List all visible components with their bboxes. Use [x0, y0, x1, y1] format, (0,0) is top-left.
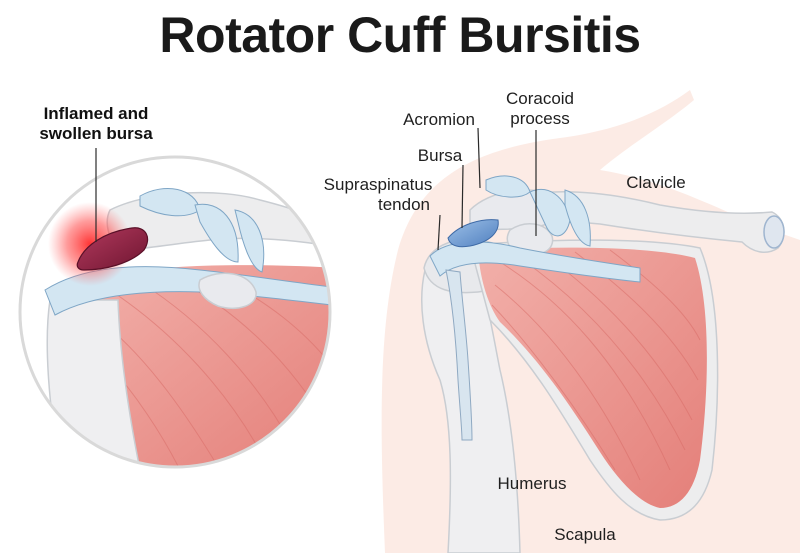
full-shoulder-view: Acromion Coracoid process Bursa Supraspi…: [324, 89, 800, 553]
diagram-title: Rotator Cuff Bursitis: [159, 7, 641, 63]
ligaments: [485, 175, 591, 247]
callout-line1: Inflamed and: [44, 104, 149, 123]
inset-border: [18, 155, 332, 469]
clavicle-end: [763, 215, 785, 249]
inset-coracoid: [198, 272, 257, 310]
label-coracoid-line1: Coracoid: [506, 89, 574, 108]
label-clavicle: Clavicle: [626, 173, 686, 192]
supraspinatus-tendon: [429, 241, 641, 283]
zoom-inset: Inflamed and swollen bursa: [18, 104, 332, 469]
label-humerus: Humerus: [498, 474, 567, 493]
inset-ligaments: [139, 188, 265, 273]
callout-line2: swollen bursa: [39, 124, 153, 143]
label-bursa: Bursa: [418, 146, 463, 165]
leader-lines: [437, 127, 537, 251]
inset-tendon: [44, 266, 330, 316]
label-coracoid-line2: process: [510, 109, 570, 128]
scapular-muscle: [478, 247, 707, 508]
label-supraspinatus-line2: tendon: [378, 195, 430, 214]
bursa-normal: [447, 219, 499, 248]
label-supraspinatus-line1: Supraspinatus: [324, 175, 433, 194]
label-acromion: Acromion: [403, 110, 475, 129]
bursa-inflamed: [76, 227, 149, 271]
label-scapula: Scapula: [554, 525, 616, 544]
inset-muscle: [80, 265, 330, 467]
biceps-tendon: [445, 269, 473, 441]
